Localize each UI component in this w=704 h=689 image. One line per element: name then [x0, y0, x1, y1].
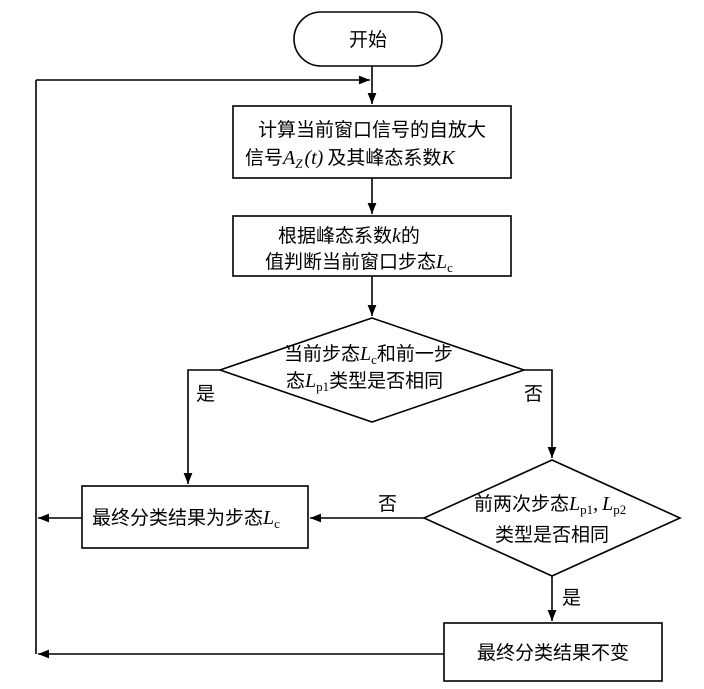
result-same-label: 最终分类结果不变 — [477, 642, 629, 664]
decision2-yes-label: 是 — [562, 587, 581, 609]
decision1-line2: 态Lp1类型是否相同 — [286, 370, 443, 394]
decision1-node: 当前步态Lc和前一步 态Lp1类型是否相同 — [217, 317, 527, 423]
decision2-no-label: 否 — [378, 493, 397, 515]
result-lc-node: 最终分类结果为步态Lc — [81, 485, 309, 549]
result-same-box — [443, 622, 663, 682]
compute-node: 计算当前窗口信号的自放大 信号AZ(t)及其峰态系数K — [232, 105, 512, 179]
decision2-line1: 前两次步态Lp1,Lp2 — [474, 493, 626, 517]
compute-line1: 计算当前窗口信号的自放大 — [258, 119, 486, 141]
judge-line1: 根据峰态系数k的 — [278, 225, 420, 247]
decision1-yes-label: 是 — [196, 383, 215, 405]
result-same-node: 最终分类结果不变 — [443, 622, 663, 682]
result-lc-box — [81, 485, 309, 549]
compute-box — [232, 105, 512, 179]
result-lc-label: 最终分类结果为步态Lc — [92, 507, 280, 531]
edge-decision1-yes — [183, 369, 220, 484]
decision1-no-label: 否 — [524, 383, 543, 405]
judge-node: 根据峰态系数k的 值判断当前窗口步态Lc — [232, 215, 512, 277]
decision2-node: 前两次步态Lp1,Lp2 类型是否相同 — [422, 459, 682, 577]
start-label: 开始 — [349, 29, 387, 51]
decision2-line2: 类型是否相同 — [495, 524, 609, 546]
compute-line2: 信号AZ(t)及其峰态系数K — [245, 147, 456, 171]
start-terminal-shape — [293, 11, 443, 67]
decision1-line1: 当前步态Lc和前一步 — [284, 343, 453, 367]
decision1-diamond — [217, 317, 527, 423]
judge-line2: 值判断当前窗口步态Lc — [265, 251, 453, 275]
edge-decision1-no — [524, 369, 557, 458]
start-node: 开始 — [293, 11, 443, 67]
decision2-diamond — [422, 459, 682, 577]
